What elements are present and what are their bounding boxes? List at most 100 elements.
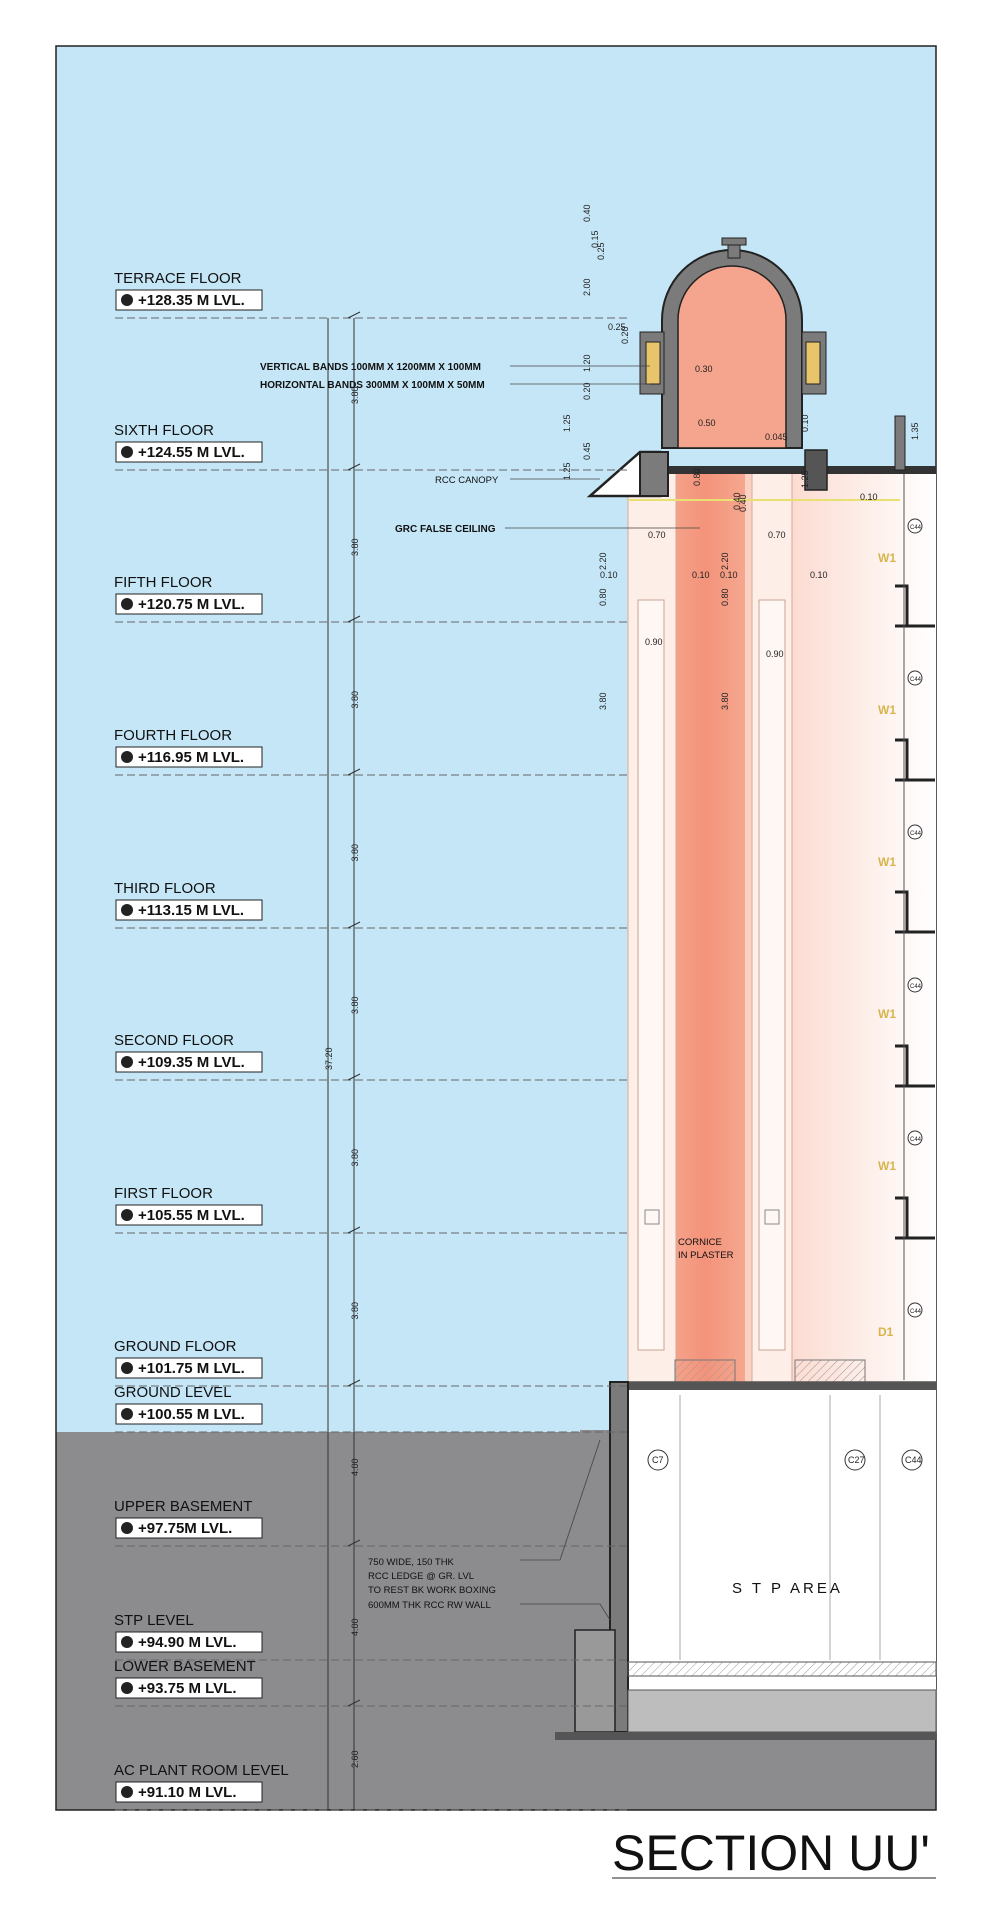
detail-dimension: 0.10 xyxy=(692,570,710,580)
level-value-box xyxy=(115,1357,263,1379)
level-marker: FIRST FLOOR+105.55 M LVL. xyxy=(114,1185,263,1226)
dome-dimension: 1.25 xyxy=(562,462,572,480)
window-tag: D1 xyxy=(878,1325,894,1339)
detail-dimension: 0.70 xyxy=(648,530,666,540)
note-ledge-2: RCC LEDGE @ GR. LVL xyxy=(368,1571,474,1582)
level-value: +101.75 M LVL. xyxy=(138,1360,245,1377)
window-tag: W1 xyxy=(878,1007,896,1021)
column-tag: C44 xyxy=(910,525,922,531)
level-name: SIXTH FLOOR xyxy=(114,422,214,439)
level-value: +128.35 M LVL. xyxy=(138,292,245,309)
detail-dimension: 2.20 xyxy=(720,552,730,570)
detail-dimension: 3.80 xyxy=(598,692,608,710)
note-ledge-3: TO REST BK WORK BOXING xyxy=(368,1585,496,1596)
note-horizontal-bands: HORIZONTAL BANDS 300MM X 100MM X 50MM xyxy=(260,380,485,391)
level-lines xyxy=(115,317,630,1811)
datum-icon xyxy=(121,751,133,763)
dim-tick xyxy=(347,1226,361,1234)
dome-dimension: 0.25 xyxy=(608,322,626,332)
note-cornice-1: CORNICE xyxy=(678,1237,722,1248)
level-value-box xyxy=(115,593,263,615)
basement-column-tag: C44 xyxy=(905,1455,922,1465)
level-marker: FOURTH FLOOR +116.95 M LVL. xyxy=(114,727,263,768)
storey-dimension: 3.80 xyxy=(350,1302,360,1320)
window-tag: W1 xyxy=(878,855,896,869)
level-name: FOURTH FLOOR xyxy=(114,727,232,744)
level-value: +120.75 M LVL. xyxy=(138,596,245,613)
level-value: +91.10 M LVL. xyxy=(138,1784,237,1801)
level-name: SECOND FLOOR xyxy=(114,1032,234,1049)
note-rcc-canopy: RCC CANOPY xyxy=(435,475,499,486)
level-marker: LOWER BASEMENT+93.75 M LVL. xyxy=(114,1658,263,1699)
datum-icon xyxy=(121,1209,133,1221)
level-value: +109.35 M LVL. xyxy=(138,1054,245,1071)
storey-dimension: 3.80 xyxy=(350,996,360,1014)
dome-dimension: 0.30 xyxy=(695,364,713,374)
level-marker: UPPER BASEMENT+97.75M LVL. xyxy=(114,1498,263,1539)
window-tag: W1 xyxy=(878,703,896,717)
canopy-slab xyxy=(586,415,936,501)
level-value: +116.95 M LVL. xyxy=(138,749,244,766)
column-marker xyxy=(907,1302,923,1318)
detail-dimension: 0.10 xyxy=(810,570,828,580)
detail-dimension: 0.80 xyxy=(720,588,730,606)
detail-dimension: 0.70 xyxy=(768,530,786,540)
section-title: SECTION UU' xyxy=(612,1825,930,1881)
level-value-box xyxy=(115,746,263,768)
dim-tick xyxy=(347,1379,361,1387)
detail-dimension: 0.10 xyxy=(720,570,738,580)
dome-dimension: 0.20 xyxy=(620,326,630,344)
dim-tick xyxy=(347,1539,361,1547)
level-marker: FIFTH FLOOR+120.75 M LVL. xyxy=(114,574,263,615)
level-value: +94.90 M LVL. xyxy=(138,1634,237,1651)
level-name: FIRST FLOOR xyxy=(114,1185,213,1202)
level-marker: SIXTH FLOOR+124.55 M LVL. xyxy=(114,422,263,463)
datum-icon xyxy=(121,1056,133,1068)
dome-dimension: 0.25 xyxy=(596,242,606,260)
level-name: LOWER BASEMENT xyxy=(114,1658,256,1675)
column-marker xyxy=(907,824,923,840)
datum-icon xyxy=(121,294,133,306)
column-tag: C44 xyxy=(910,1137,922,1143)
column-tag: C44 xyxy=(910,984,922,990)
dimension-labels: 37.203.803.803.803.803.803.803.804.004.0… xyxy=(324,311,361,1768)
window-mullions xyxy=(895,470,935,1380)
dim-tick xyxy=(347,311,361,319)
column-marker xyxy=(907,977,923,993)
dim-tick xyxy=(347,463,361,471)
level-value: +100.55 M LVL. xyxy=(138,1406,245,1423)
column-marker xyxy=(907,670,923,686)
dome-dimension: 0.80 xyxy=(692,468,702,486)
leader-lines xyxy=(505,365,700,1621)
dim-tick xyxy=(347,921,361,929)
detail-dimension: 0.90 xyxy=(766,649,784,659)
basement-column-tag: C27 xyxy=(848,1455,865,1465)
column-tag: C44 xyxy=(910,831,922,837)
level-marker: SECOND FLOOR +109.35 M LVL. xyxy=(114,1032,263,1073)
level-labels: TERRACE FLOOR+128.35 M LVL.SIXTH FLOOR+1… xyxy=(114,270,289,1803)
level-name: STP LEVEL xyxy=(114,1612,194,1629)
dome-dimension: 0.10 xyxy=(800,414,810,432)
note-ledge-1: 750 WIDE, 150 THK xyxy=(368,1557,455,1568)
dim-tick xyxy=(347,615,361,623)
level-value: +97.75M LVL. xyxy=(138,1520,232,1537)
dome-dimension: 1.35 xyxy=(910,422,920,440)
level-value-box xyxy=(115,1204,263,1226)
level-value-box xyxy=(115,1781,263,1803)
level-name: AC PLANT ROOM LEVEL xyxy=(114,1762,289,1779)
dome-dimension: 2.00 xyxy=(582,278,592,296)
note-vertical-bands: VERTICAL BANDS 100MM X 1200MM X 100MM xyxy=(260,362,481,373)
level-name: THIRD FLOOR xyxy=(114,880,216,897)
level-value-box xyxy=(115,1051,263,1073)
detail-dimension: 0.90 xyxy=(645,637,663,647)
level-value-box xyxy=(115,1517,263,1539)
level-name: TERRACE FLOOR xyxy=(114,270,242,287)
level-name: GROUND FLOOR xyxy=(114,1338,237,1355)
datum-icon xyxy=(121,904,133,916)
dim-tick xyxy=(347,768,361,776)
window-tag: W1 xyxy=(878,1159,896,1173)
window-tag: W1 xyxy=(878,551,896,565)
